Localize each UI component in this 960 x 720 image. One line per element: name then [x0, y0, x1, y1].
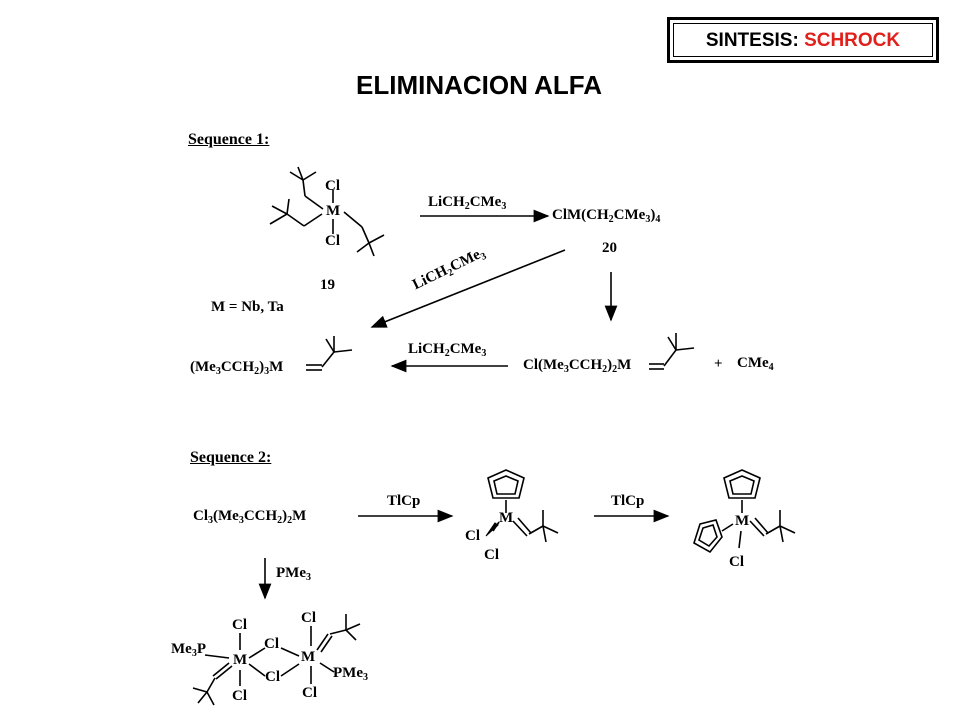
- final-product-alkylidene: [306, 336, 353, 371]
- compound19-cl-top: Cl: [325, 178, 340, 194]
- dimer-cl-4: Cl: [302, 685, 317, 701]
- final-product-formula: (Me3CCH2)3M: [190, 359, 284, 377]
- cp-complex-metal: M: [499, 510, 514, 526]
- dimer-cl-2: Cl: [301, 610, 316, 626]
- intermediate-formula: Cl(Me3CCH2)2M: [523, 357, 632, 375]
- seq2-start-formula: Cl3(Me3CCH2)2M: [193, 508, 307, 526]
- compound19-cl-bottom: Cl: [325, 233, 340, 249]
- seq2-reagent-2: TlCp: [611, 493, 645, 509]
- compound-20-formula: ClM(CH2CMe3)4: [552, 207, 661, 225]
- dimer-cl-bridge-bottom: Cl: [265, 669, 280, 685]
- reagent-bottom: LiCH2CMe3: [408, 341, 487, 359]
- arrow-diagonal: [370, 249, 566, 328]
- cp2-complex-structure: [693, 469, 796, 554]
- seq2-reagent-1: TlCp: [387, 493, 421, 509]
- cp2-complex-metal: M: [735, 513, 750, 529]
- cp-complex-cl-1: Cl: [465, 528, 480, 544]
- seq2-reagent-down: PMe3: [276, 565, 311, 583]
- intermediate-alkylidene: [649, 333, 695, 370]
- dimer-cl-bridge-top: Cl: [264, 636, 279, 652]
- dimer-cl-1: Cl: [232, 617, 247, 633]
- dimer-structure: [192, 614, 361, 706]
- sequence-1-label: Sequence 1:: [188, 131, 270, 148]
- compound-20-label: 20: [602, 240, 617, 256]
- metal-note: M = Nb, Ta: [211, 299, 284, 315]
- dimer-pme3: PMe3: [333, 665, 368, 683]
- cp2-complex-cl: Cl: [729, 554, 744, 570]
- cp-complex-structure: [485, 469, 559, 543]
- slide-heading: ELIMINACION ALFA: [356, 70, 603, 100]
- dimer-me3p: Me3P: [171, 641, 206, 659]
- reagent-top: LiCH2CMe3: [428, 194, 507, 212]
- compound19-metal: M: [326, 203, 341, 219]
- compound-19-label: 19: [320, 277, 335, 293]
- byproduct-formula: CMe4: [737, 355, 774, 373]
- dimer-metal-1: M: [233, 652, 248, 668]
- title-box: SINTESIS: SCHROCK: [667, 17, 939, 63]
- dimer-cl-3: Cl: [232, 688, 247, 704]
- dimer-metal-2: M: [301, 649, 316, 665]
- cp-complex-cl-2: Cl: [484, 547, 499, 563]
- plus-sign: +: [714, 356, 723, 372]
- sequence-2-label: Sequence 2:: [190, 449, 272, 466]
- compound-19-structure: [269, 166, 385, 257]
